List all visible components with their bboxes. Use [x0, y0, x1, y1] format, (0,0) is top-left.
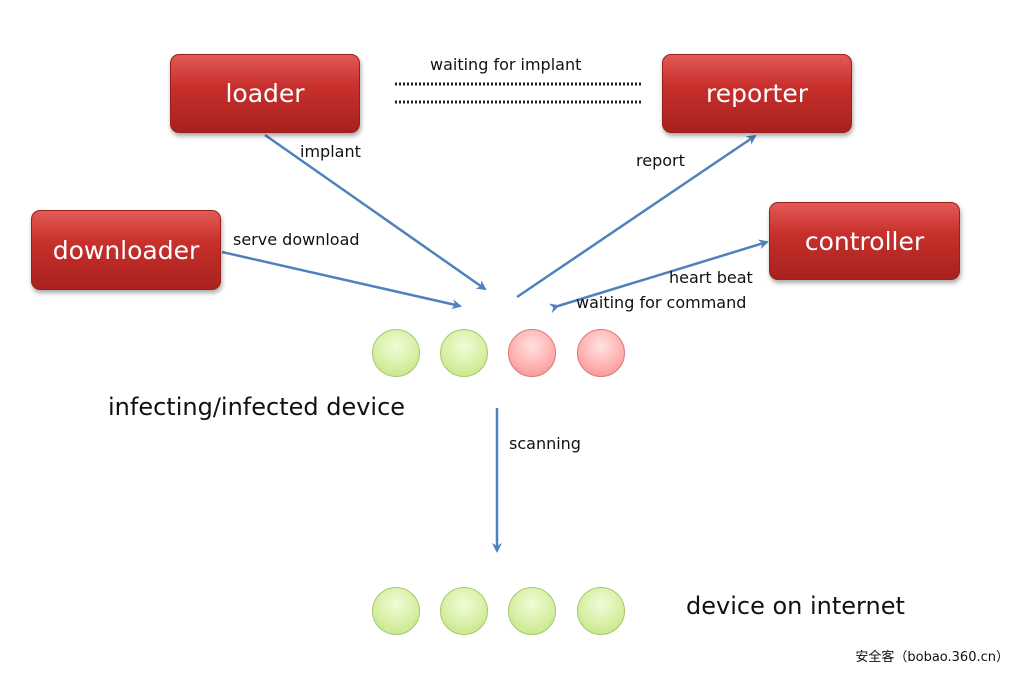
scanning-label: scanning [509, 434, 581, 453]
heartbeat-arrow [548, 239, 769, 314]
reporter-box: reporter [662, 54, 852, 133]
downloader-label: downloader [52, 235, 200, 265]
reporter-label: reporter [705, 79, 808, 108]
report-label: report [636, 151, 685, 170]
serve-download-label: serve download [233, 230, 360, 249]
loader-label: loader [225, 79, 305, 108]
internet-device-label: device on internet [686, 592, 905, 620]
waiting-for-implant-label: waiting for implant [430, 55, 582, 74]
device-node [508, 587, 556, 635]
device-node [372, 329, 420, 377]
infected-device-node [508, 329, 556, 377]
infected-device-node [577, 329, 625, 377]
device-node [372, 587, 420, 635]
device-node [577, 587, 625, 635]
controller-label: controller [804, 226, 925, 256]
controller-box: controller [769, 202, 960, 280]
downloader-box: downloader [31, 210, 221, 290]
device-node [440, 329, 488, 377]
infected-device-label: infecting/infected device [108, 393, 406, 421]
implant-arrow [264, 133, 487, 291]
waiting-for-command-label: waiting for command [576, 293, 747, 312]
device-node [440, 587, 488, 635]
heart-beat-label: heart beat [669, 268, 753, 287]
loader-box: loader [170, 54, 360, 133]
watermark: 安全客（bobao.360.cn） [855, 650, 1009, 665]
implant-label: implant [300, 142, 361, 161]
serve-download-arrow [221, 250, 462, 310]
